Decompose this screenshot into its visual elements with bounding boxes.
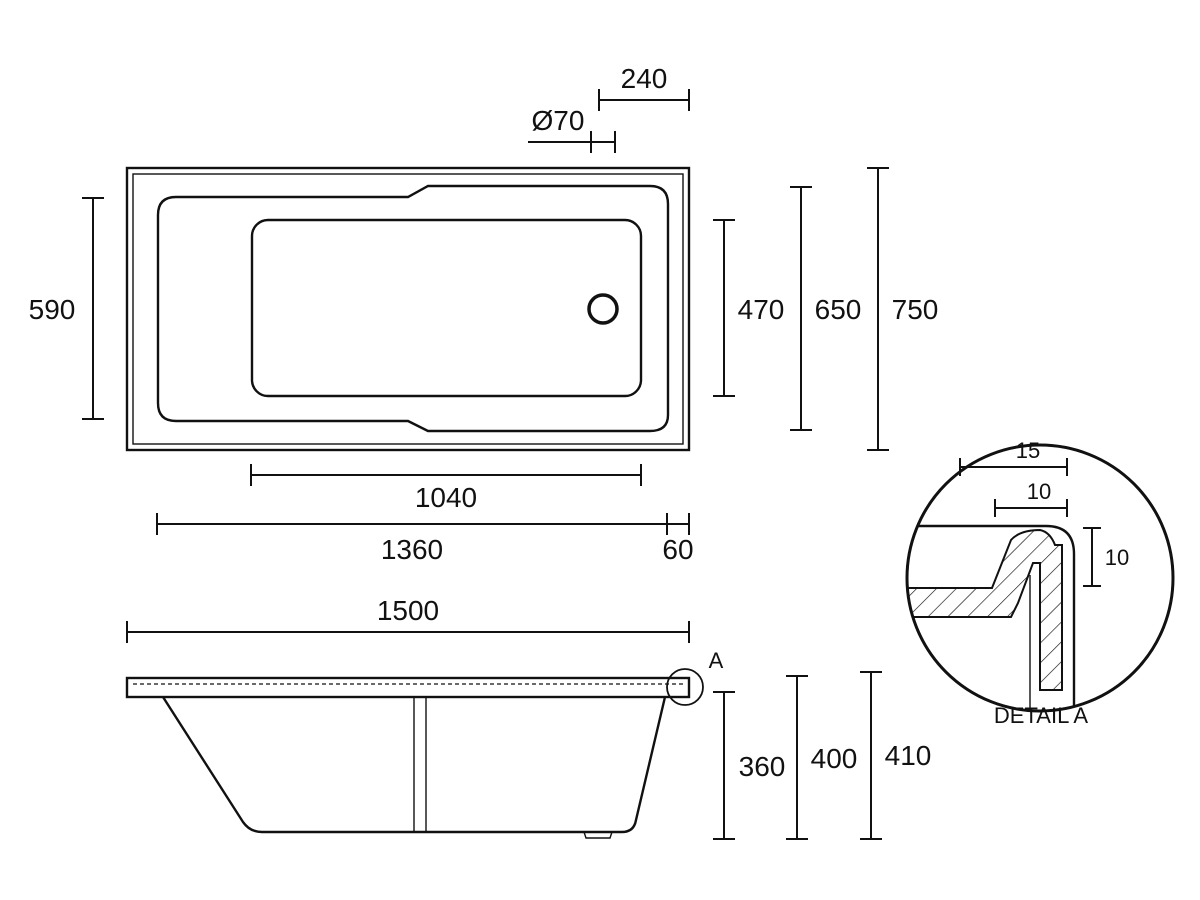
height-410-label: 410 — [885, 740, 932, 771]
bath-width-label: 650 — [815, 294, 862, 325]
bath-inner-basin — [156, 184, 670, 433]
detail-outer-profile — [907, 524, 1076, 711]
detail-10-vertical-label: 10 — [1105, 545, 1129, 570]
detail-15-label: 15 — [1016, 438, 1040, 463]
dimension-well-length: 1040 — [250, 464, 642, 513]
dimension-waste-diameter: Ø70 — [528, 105, 616, 153]
dimension-height-410: 410 — [860, 671, 932, 840]
dimension-inner-length: 1360 60 — [156, 513, 694, 565]
dimension-well-width: 470 — [713, 219, 785, 397]
side-rim — [125, 676, 691, 699]
waste-diameter-label: Ø70 — [532, 105, 585, 136]
dimension-depth-360: 360 — [713, 691, 786, 840]
detail-a: 15 10 10 DETAIL A — [905, 438, 1175, 728]
rim-end-label: 60 — [662, 534, 693, 565]
detail-marker-circle — [666, 668, 704, 706]
detail-dimension-10-horizontal: 10 — [994, 479, 1068, 517]
well-length-label: 1040 — [415, 482, 477, 513]
overall-width-label: 750 — [892, 294, 939, 325]
inner-width-label: 590 — [29, 294, 76, 325]
inner-length-label: 1360 — [381, 534, 443, 565]
side-bath-body — [161, 696, 667, 834]
depth-400-label: 400 — [811, 743, 858, 774]
detail-caption: DETAIL A — [994, 703, 1088, 728]
detail-dimension-10-vertical: 10 — [1083, 527, 1129, 587]
bath-well — [250, 218, 643, 398]
overall-length-label: 1500 — [377, 595, 439, 626]
bath-outer-rim — [125, 166, 691, 452]
bath-rim-inner-edge — [132, 173, 684, 445]
detail-boundary-circle — [905, 443, 1175, 713]
detail-marker-label: A — [709, 648, 724, 673]
detail-dimension-15: 15 — [959, 438, 1068, 476]
side-view: A — [125, 648, 724, 839]
dimension-overflow-offset: 240 — [598, 63, 690, 111]
overflow-offset-label: 240 — [621, 63, 668, 94]
dimension-overall-length: 1500 — [126, 595, 690, 643]
well-width-label: 470 — [738, 294, 785, 325]
detail-10-horizontal-label: 10 — [1027, 479, 1051, 504]
detail-rim-section — [907, 528, 1063, 691]
dimension-inner-width: 590 — [29, 197, 104, 420]
dimension-depth-400: 400 — [786, 675, 858, 840]
dimension-bath-width: 650 — [790, 186, 862, 431]
depth-360-label: 360 — [739, 751, 786, 782]
plan-view — [125, 166, 691, 452]
waste-outlet — [587, 293, 619, 325]
side-waste-foot — [583, 831, 613, 839]
dimension-overall-width: 750 — [867, 167, 939, 451]
